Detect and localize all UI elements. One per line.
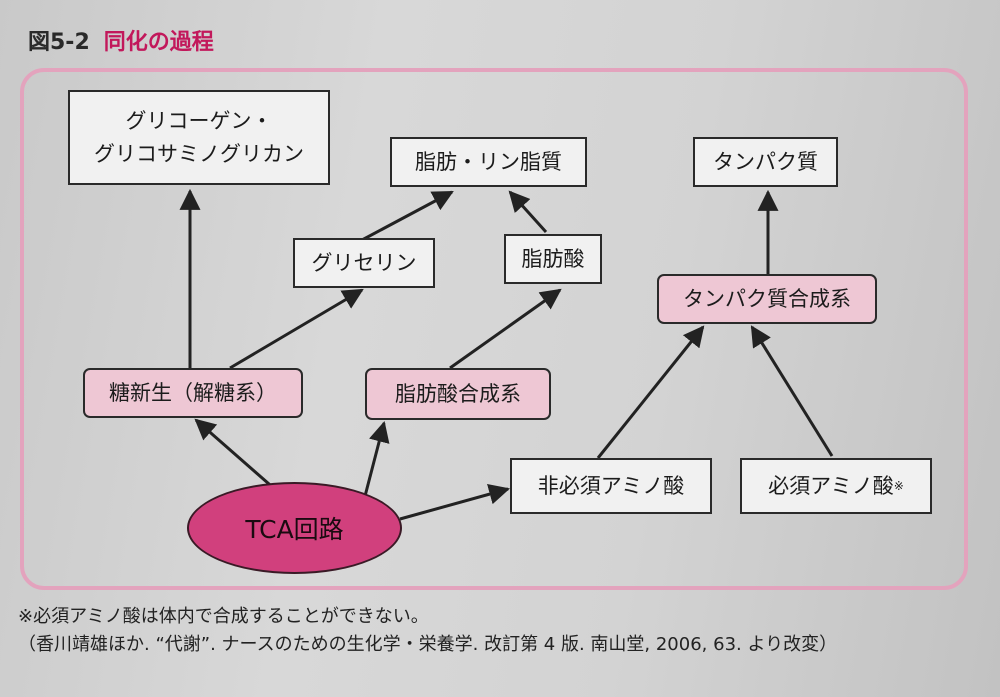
tca-cycle-ellipse: TCA回路 [187, 482, 402, 574]
fatty-acid-synthesis-box: 脂肪酸合成系 [365, 368, 551, 420]
glycogen-line2: グリコサミノグリカン [94, 141, 304, 166]
glycogen-box: グリコーゲン・ グリコサミノグリカン [68, 90, 330, 185]
protein-label: タンパク質 [713, 149, 818, 174]
fatty-acid-label: 脂肪酸 [521, 246, 585, 271]
tca-cycle-label: TCA回路 [245, 515, 344, 544]
protein-synthesis-box: タンパク質合成系 [657, 274, 877, 324]
arrow-gluconeogenesis-to-glycerin [229, 288, 364, 370]
figure-title: 図5-2 同化の過程 [28, 24, 214, 56]
source-citation: （香川靖雄ほか. “代謝”. ナースのための生化学・栄養学. 改訂第 4 版. … [18, 634, 838, 655]
nonessential-amino-acid-box: 非必須アミノ酸 [510, 458, 712, 514]
essential-amino-acid-label: 必須アミノ酸 [768, 473, 894, 498]
footnote: ※必須アミノ酸は体内で合成することができない。 [18, 606, 429, 627]
arrow-essential-to-proteinsynthesis [750, 325, 834, 457]
glycerin-label: グリセリン [311, 250, 417, 275]
protein-box: タンパク質 [693, 137, 838, 187]
gluconeogenesis-label: 糖新生（解糖系） [109, 380, 277, 405]
nonessential-amino-acid-label: 非必須アミノ酸 [537, 473, 685, 498]
lipid-label: 脂肪・リン脂質 [415, 149, 562, 174]
glycerin-box: グリセリン [293, 238, 435, 288]
glycogen-line1: グリコーゲン・ [125, 108, 273, 133]
figure-name: 同化の過程 [103, 30, 214, 55]
lipid-box: 脂肪・リン脂質 [390, 137, 587, 187]
essential-amino-acid-mark: ※ [893, 478, 904, 493]
arrow-glycerin-to-lipid [361, 190, 454, 242]
arrow-fattyacidsynthesis-to-fattyacid [449, 288, 562, 370]
diagram-frame [20, 68, 968, 590]
fatty-acid-synthesis-label: 脂肪酸合成系 [395, 381, 521, 406]
protein-synthesis-label: タンパク質合成系 [683, 286, 851, 311]
arrow-fattyacid-to-lipid [508, 190, 548, 234]
figure-number: 図5-2 [28, 30, 90, 55]
arrow-tca-to-nonessential [399, 483, 511, 521]
fatty-acid-box: 脂肪酸 [504, 234, 602, 284]
arrow-tca-to-fattyacidsynthesis [362, 420, 390, 501]
arrow-nonessential-to-proteinsynthesis [596, 325, 705, 459]
gluconeogenesis-box: 糖新生（解糖系） [83, 368, 303, 418]
essential-amino-acid-box: 必須アミノ酸※ [740, 458, 932, 514]
